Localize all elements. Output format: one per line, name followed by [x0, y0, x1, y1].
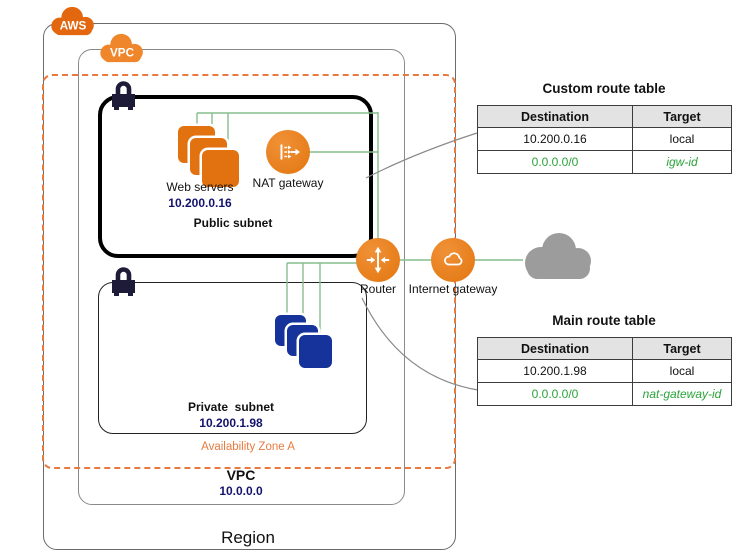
aws-badge-label: AWS: [60, 19, 87, 32]
route-table-connectors: [361, 132, 479, 391]
internet-gateway-label: Internet gateway: [408, 282, 498, 296]
custom-col-destination: Destination: [477, 105, 633, 128]
public-subnet-box: [98, 95, 373, 258]
router-label: Router: [359, 282, 397, 296]
vpc-cidr: 10.0.0.0: [219, 484, 263, 498]
internet-gateway-icon: [431, 238, 475, 282]
private-subnet-box: [98, 282, 367, 434]
vpc-cloud-icon: [100, 33, 143, 63]
custom-route-table: Destination Target 10.200.0.16 local 0.0…: [477, 105, 732, 174]
table-row: 0.0.0.0/0 igw-id: [477, 150, 732, 174]
custom-row2-destination: 0.0.0.0/0: [477, 150, 633, 174]
main-col-target: Target: [632, 337, 732, 360]
main-row2-destination: 0.0.0.0/0: [477, 382, 633, 406]
web-servers-ip: 10.200.0.16: [168, 196, 232, 210]
table-row: 0.0.0.0/0 nat-gateway-id: [477, 382, 732, 406]
availability-zone-label: Availability Zone A: [201, 441, 295, 453]
region-label: Region: [221, 528, 275, 547]
private-subnet-ip: 10.200.1.98: [199, 416, 263, 430]
nat-gateway-label: NAT gateway: [252, 176, 324, 190]
table-row: 10.200.0.16 local: [477, 127, 732, 151]
private-servers-icon: [275, 315, 333, 369]
private-subnet-lock-icon: [112, 267, 135, 296]
main-col-destination: Destination: [477, 337, 633, 360]
main-row1-destination: 10.200.1.98: [477, 359, 633, 383]
main-route-table: Destination Target 10.200.1.98 local 0.0…: [477, 337, 732, 406]
aws-cloud-icon: [51, 6, 94, 36]
vpc-label: VPC: [226, 467, 256, 483]
public-subnet-lock-icon: [112, 81, 135, 110]
main-route-table-title: Main route table: [552, 313, 656, 328]
private-subnet-label: Private subnet: [187, 400, 275, 414]
custom-row1-target: local: [632, 127, 732, 151]
custom-col-target: Target: [632, 105, 732, 128]
custom-row1-destination: 10.200.0.16: [477, 127, 633, 151]
aws-cloud-badge: AWS: [51, 6, 94, 36]
main-row2-target: nat-gateway-id: [632, 382, 732, 406]
vpc-box: [78, 49, 405, 505]
main-row1-target: local: [632, 359, 732, 383]
table-row: 10.200.1.98 local: [477, 359, 732, 383]
vpc-badge-label: VPC: [110, 46, 135, 59]
web-servers-label: Web servers: [166, 180, 234, 194]
custom-row2-target: igw-id: [632, 150, 732, 174]
custom-route-table-title: Custom route table: [542, 81, 666, 96]
router-icon: [356, 238, 400, 282]
nat-gateway-icon: [266, 130, 310, 174]
internet-cloud-icon: [525, 233, 591, 279]
vpc-cloud-badge: VPC: [100, 33, 143, 63]
web-servers-icon: [178, 126, 242, 190]
public-subnet-label: Public subnet: [193, 216, 273, 230]
